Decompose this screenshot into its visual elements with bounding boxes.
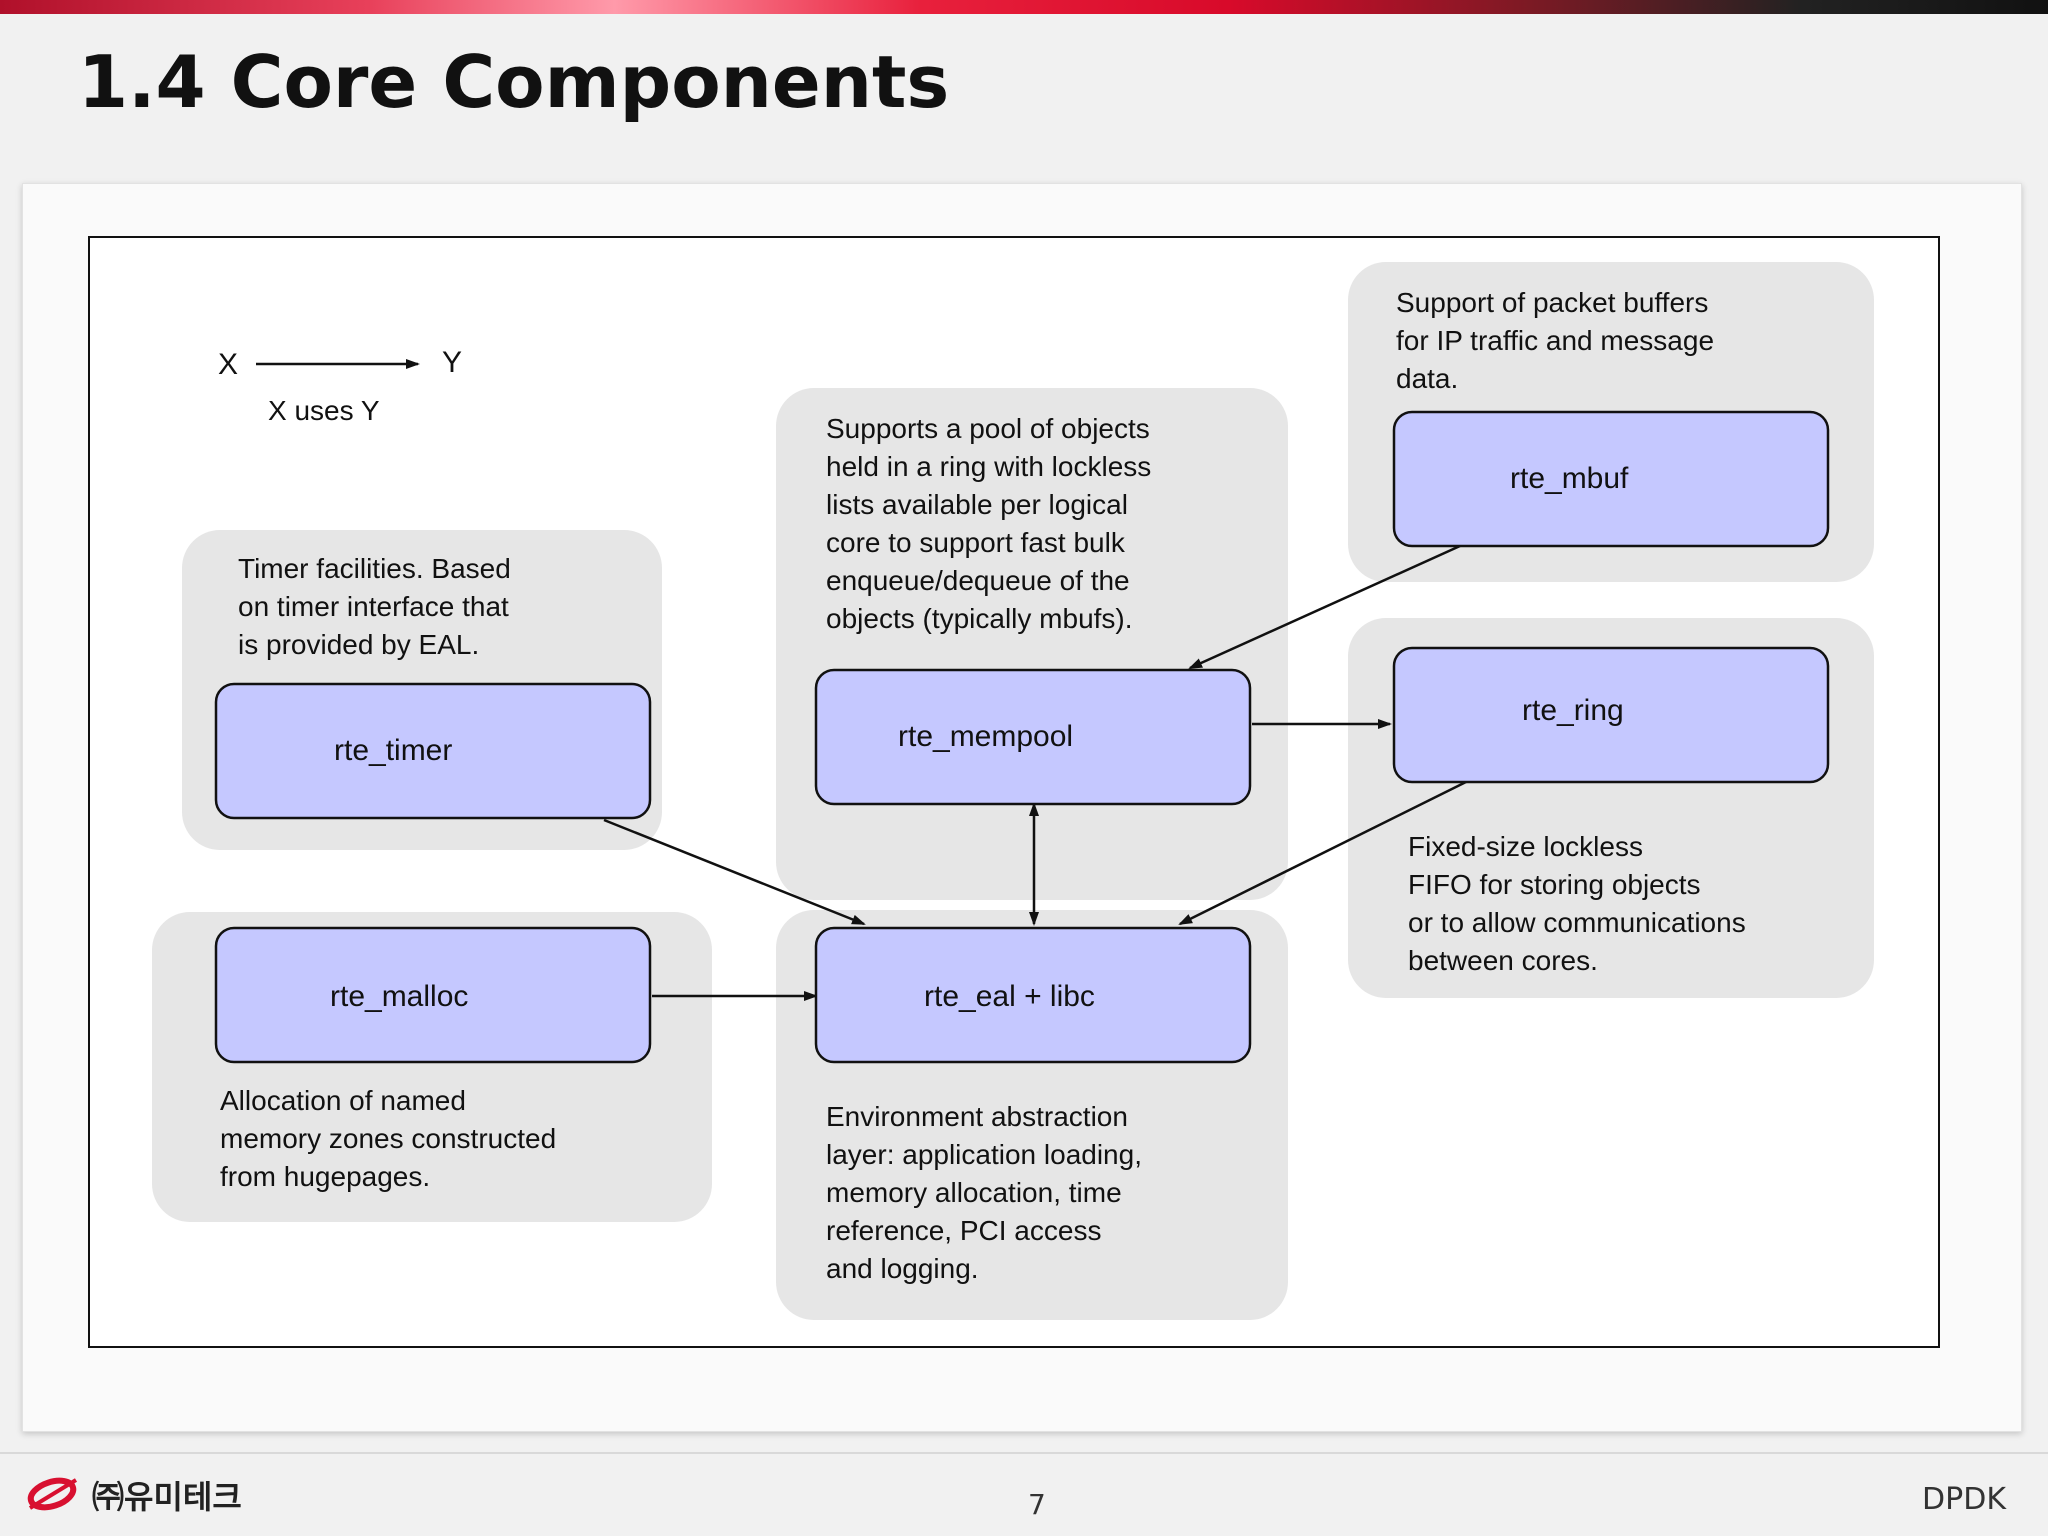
legend-caption: X uses Y — [268, 395, 380, 426]
node-rte-eal-label: rte_eal + libc — [924, 980, 1095, 1013]
desc-rte-eal: Environment abstraction layer: applicati… — [826, 1101, 1150, 1284]
node-rte-ring-label: rte_ring — [1522, 694, 1624, 727]
edge-ring-eal — [1178, 778, 1471, 926]
desc-rte-timer: Timer facilities. Based on timer interfa… — [238, 553, 519, 660]
node-rte-eal — [814, 926, 1252, 1064]
desc-rte-ring: Fixed-size lockless FIFO for storing obj… — [1408, 831, 1753, 976]
legend-x: X — [218, 348, 238, 381]
node-rte-timer-label: rte_timer — [334, 734, 452, 767]
slide-title: 1.4 Core Components — [78, 40, 950, 124]
desc-rte-mempool: Supports a pool of objects held in a rin… — [826, 413, 1159, 634]
top-accent-bar — [0, 0, 2048, 14]
desc-rte-mbuf: Support of packet buffers for IP traffic… — [1396, 287, 1722, 394]
node-rte-malloc-label: rte_malloc — [330, 980, 468, 1013]
edge-mbuf-mempool — [1188, 544, 1461, 670]
architecture-diagram: X Y X uses Y rte_timer rte_malloc rte_me… — [88, 236, 1940, 1348]
node-rte-malloc — [214, 926, 652, 1064]
legend-y: Y — [442, 346, 462, 379]
node-rte-mempool — [814, 668, 1252, 806]
node-rte-ring — [1392, 646, 1830, 784]
node-rte-mempool-label: rte_mempool — [898, 720, 1073, 753]
footer-company-name: ㈜유미테크 — [92, 1478, 242, 1516]
footer-divider — [0, 1452, 2048, 1454]
desc-rte-malloc: Allocation of named memory zones constru… — [220, 1085, 564, 1192]
page-number: 7 — [1028, 1488, 1046, 1521]
company-logo-icon — [26, 1474, 82, 1519]
node-rte-timer — [214, 682, 652, 820]
node-rte-mbuf-label: rte_mbuf — [1510, 462, 1629, 495]
edge-timer-eal — [603, 818, 866, 926]
footer-doc-tag: DPDK — [1922, 1482, 2006, 1517]
node-rte-mbuf — [1392, 410, 1830, 548]
